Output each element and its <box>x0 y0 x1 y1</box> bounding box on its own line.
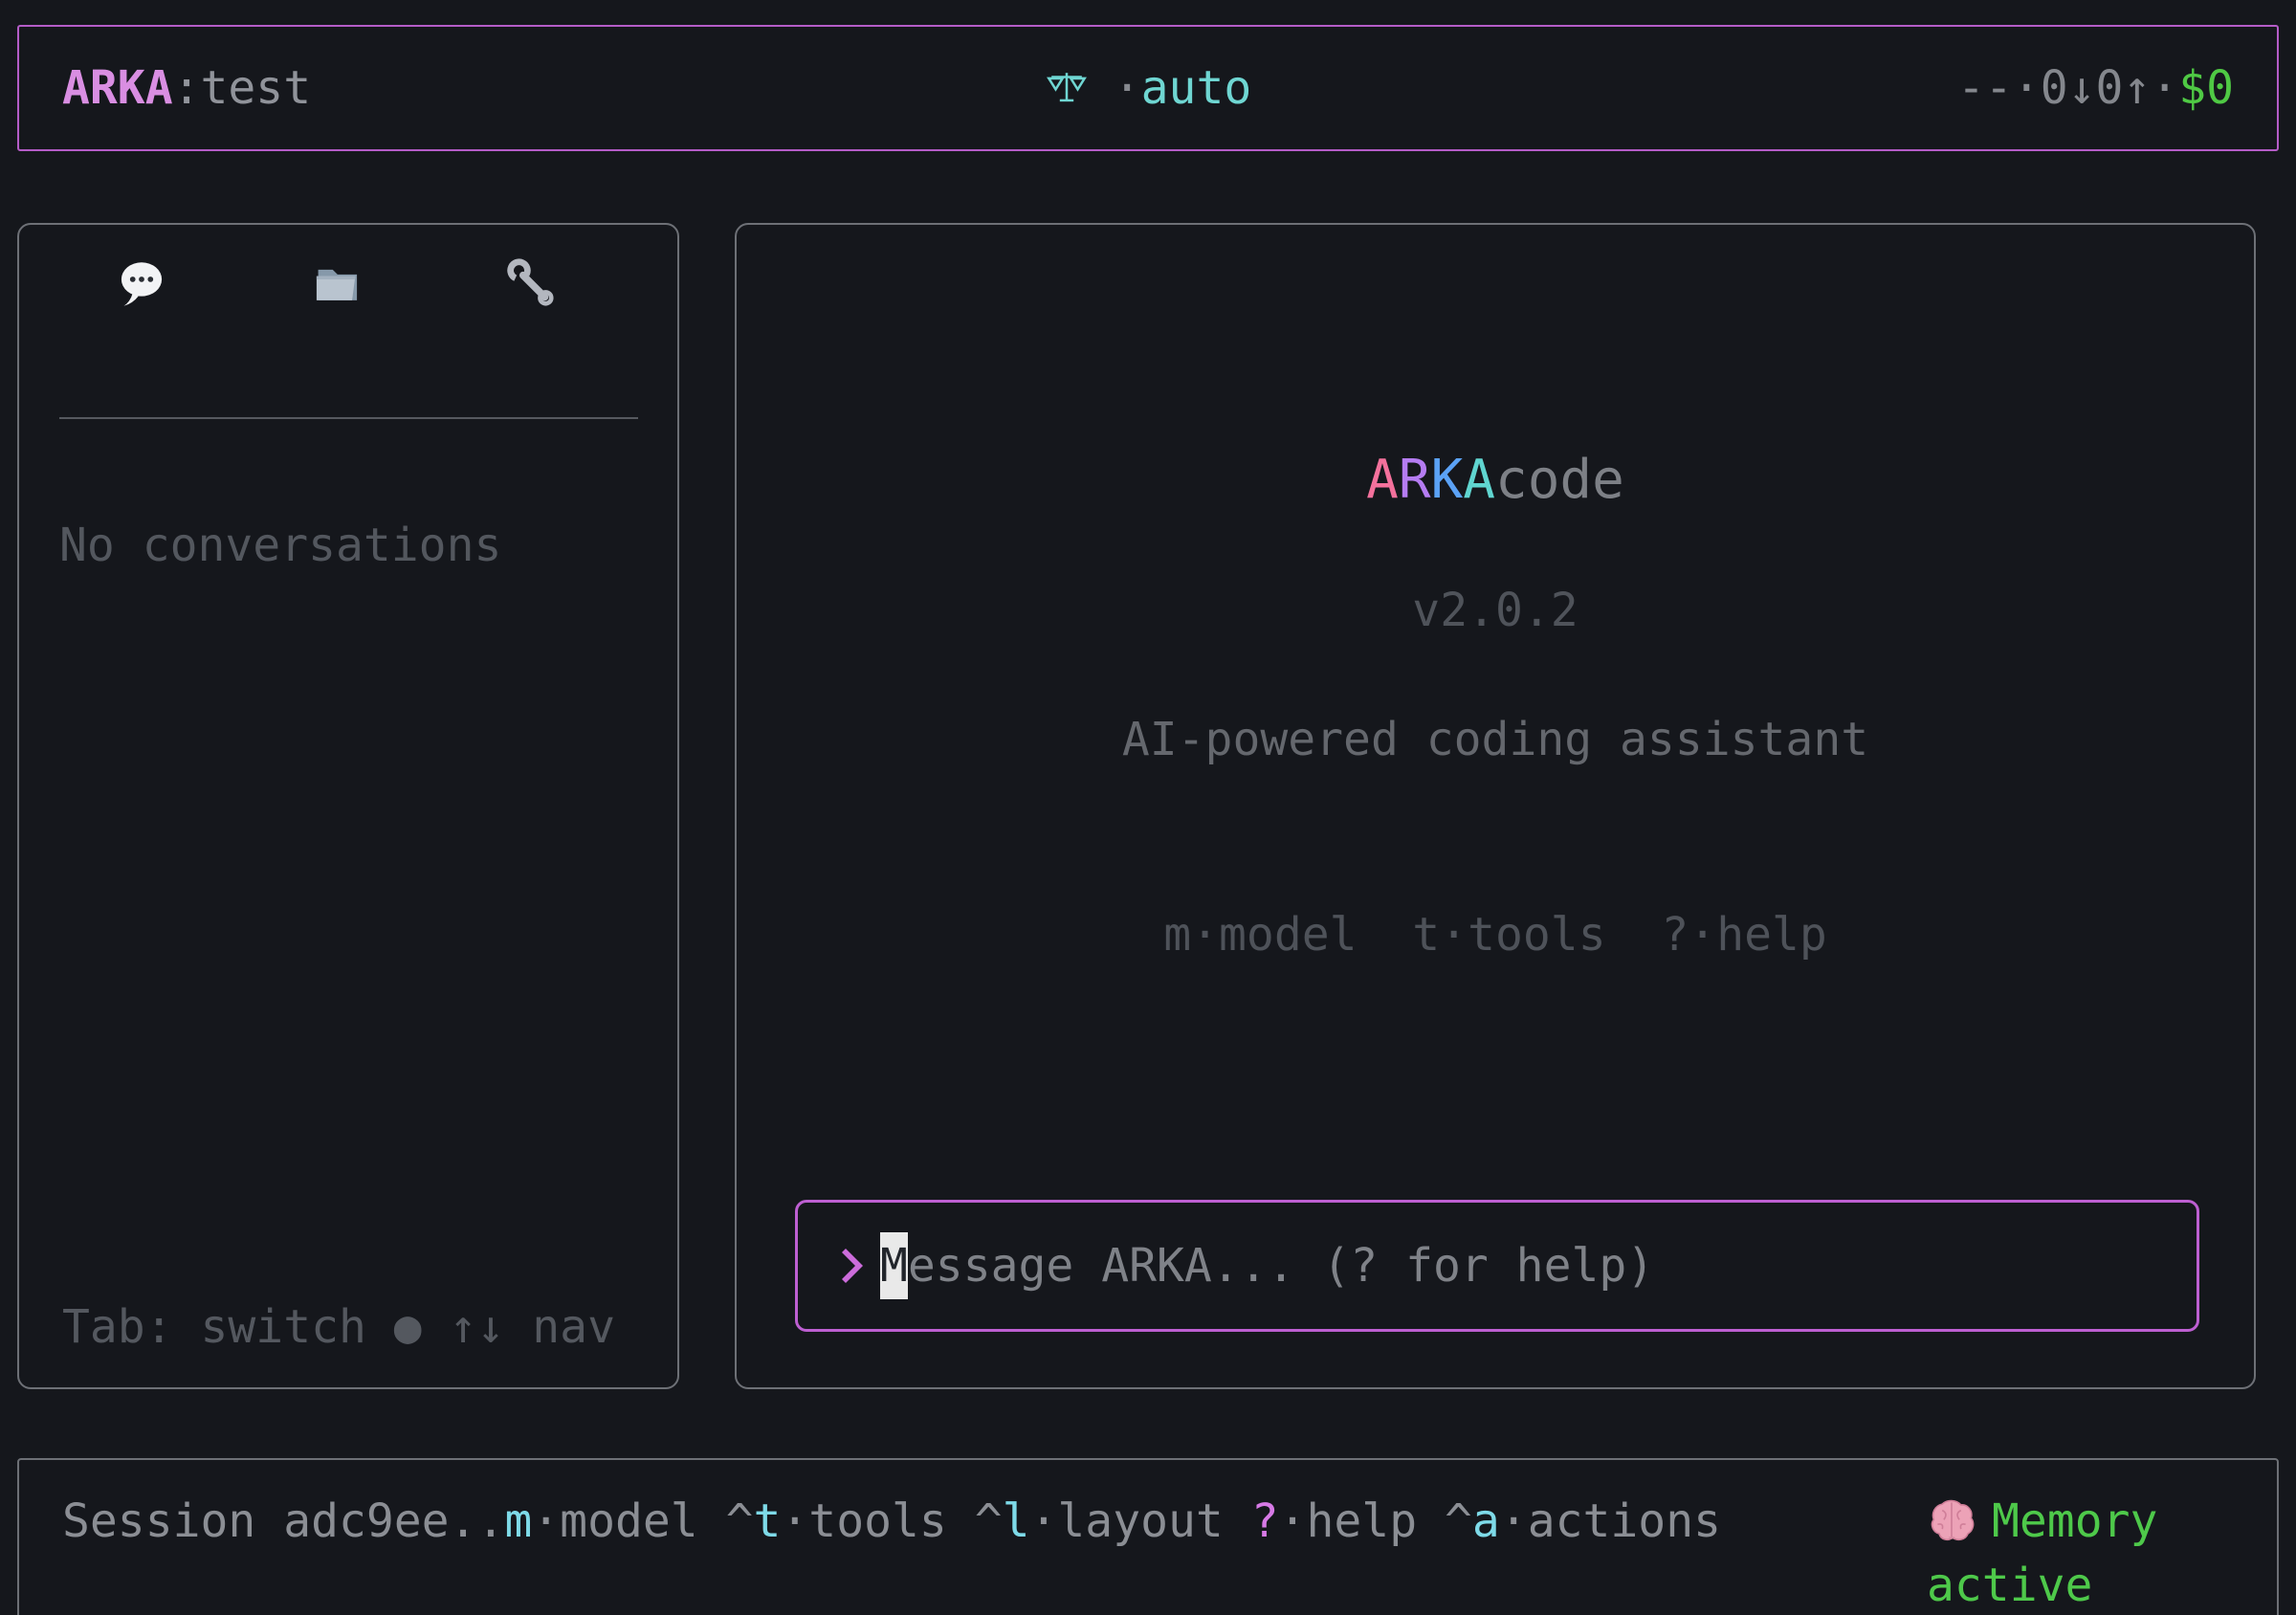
tab-tools[interactable] <box>501 254 563 315</box>
status-shortcuts: Session adc9ee..m·model ^t·tools ^l·layo… <box>62 1494 1721 1548</box>
speech-balloon-icon <box>116 258 167 310</box>
status-bar: Session adc9ee..m·model ^t·tools ^l·layo… <box>17 1458 2279 1615</box>
memory-status-label: Memory active <box>1927 1494 2158 1612</box>
message-input[interactable]: M essage ARKA... (? for help) <box>795 1200 2199 1332</box>
sidebar-divider <box>59 417 638 419</box>
session-stats: --·0↓0↑·$0 <box>1957 61 2234 115</box>
folder-icon <box>311 258 363 310</box>
sidebar: No conversations Tab: switch ● ↑↓ nav <box>17 223 679 1389</box>
empty-conversations-message: No conversations <box>59 519 502 572</box>
mode-label: ·auto <box>1113 61 1252 115</box>
text-cursor: M <box>880 1232 908 1299</box>
keyboard-shortcuts-hint: m·model t·tools ?·help <box>1163 908 1827 962</box>
app-logo: ARKAcode <box>1366 449 1624 511</box>
input-placeholder: essage ARKA... (? for help) <box>907 1239 1655 1293</box>
brain-icon <box>1927 1496 1976 1546</box>
main-panel: ARKAcode v2.0.2 AI-powered coding assist… <box>735 223 2256 1389</box>
wrench-icon <box>506 258 558 310</box>
app-version: v2.0.2 <box>1412 584 1578 637</box>
app-title: ARKA:test <box>62 61 312 115</box>
memory-status: Memory active <box>1927 1490 2258 1615</box>
mode-indicator: ·auto <box>1045 61 1252 115</box>
sidebar-tabs <box>111 254 563 315</box>
tab-conversations[interactable] <box>111 254 172 315</box>
sidebar-nav-hint: Tab: switch ● ↑↓ nav <box>62 1300 615 1354</box>
balance-scale-icon <box>1045 66 1089 110</box>
title-bar: ARKA:test ·auto --·0↓0↑·$0 <box>17 25 2279 151</box>
app-tagline: AI-powered coding assistant <box>1121 713 1869 766</box>
tab-files[interactable] <box>306 254 367 315</box>
prompt-chevron-icon <box>842 1247 867 1285</box>
